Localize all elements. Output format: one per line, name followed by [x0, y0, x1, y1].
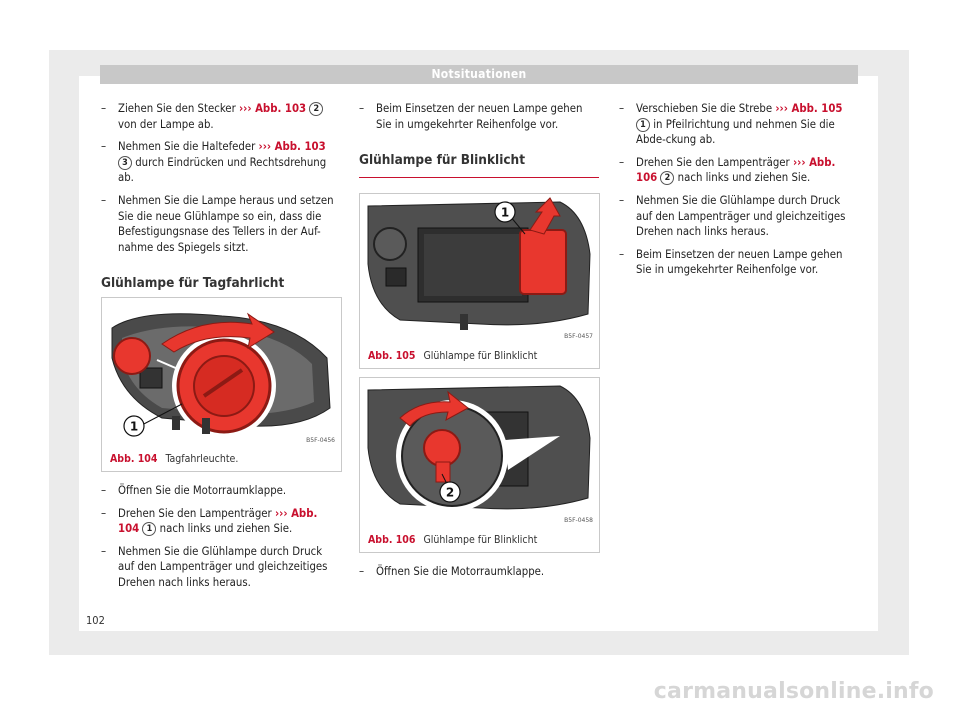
list-item: Nehmen Sie die Haltefeder ››› Abb. 103 3…: [101, 139, 341, 186]
figure-link[interactable]: ››› Abb. 104: [118, 506, 318, 536]
page-number: 102: [86, 614, 105, 627]
list-item: Drehen Sie den Lampenträger ››› Abb. 106…: [619, 155, 859, 186]
list-item: Öffnen Sie die Motorraumklappe.: [101, 483, 341, 499]
list-item: Verschieben Sie die Strebe ››› Abb. 105 …: [619, 101, 859, 148]
column-1: Ziehen Sie den Stecker ››› Abb. 103 2 vo…: [101, 101, 341, 301]
callout-number: 2: [309, 102, 324, 116]
column-3: Verschieben Sie die Strebe ››› Abb. 105 …: [619, 101, 859, 285]
figure-callout: 2: [446, 486, 454, 500]
figure-label: Abb. 105: [368, 350, 416, 362]
list-item: Drehen Sie den Lampenträger ››› Abb. 104…: [101, 506, 341, 537]
column-2: Beim Einsetzen der neuen Lampe gehen Sie…: [359, 101, 599, 178]
section-title: Glühlampe für Blinklicht: [359, 153, 599, 178]
list-item: Beim Einsetzen der neuen Lampe gehen Sie…: [359, 101, 599, 132]
watermark: carmanualsonline.info: [653, 679, 934, 704]
column-1-lower: Öffnen Sie die Motorraumklappe. Drehen S…: [101, 483, 341, 598]
figure-link[interactable]: ››› Abb. 103: [258, 140, 326, 154]
list-item: Ziehen Sie den Stecker ››› Abb. 103 2 vo…: [101, 101, 341, 132]
figure-callout: 1: [501, 206, 509, 220]
chapter-header: Notsituationen: [100, 65, 858, 84]
headlight-daytime-illustration: 1 B5F-0456: [102, 298, 341, 446]
list-item: Öffnen Sie die Motorraumklappe.: [359, 564, 599, 580]
headlight-indicator-bulb-illustration: 2 B5F-0458: [360, 378, 599, 526]
figure-code: B5F-0457: [564, 333, 593, 340]
list-item: Nehmen Sie die Glühlampe durch Druck auf…: [619, 193, 859, 240]
column-2-lower: Öffnen Sie die Motorraumklappe.: [359, 564, 599, 587]
figure-link[interactable]: ››› Abb. 103: [238, 102, 307, 115]
callout-number: 2: [660, 171, 675, 186]
callout-number: 1: [636, 117, 650, 132]
figure-label: Abb. 104: [110, 453, 158, 465]
list-item: Nehmen Sie die Lampe heraus und setzen S…: [101, 193, 341, 255]
figure-label: Abb. 106: [368, 534, 416, 546]
figure-link[interactable]: ››› Abb. 106: [636, 155, 836, 185]
headlight-indicator-illustration: 1 B5F-0457: [360, 194, 599, 342]
callout-number: 1: [142, 522, 157, 537]
figure-code: B5F-0458: [564, 517, 593, 524]
figure-code: B5F-0456: [306, 437, 335, 444]
list-item: Nehmen Sie die Glühlampe durch Druck auf…: [101, 544, 341, 591]
figure-link[interactable]: ››› Abb. 105: [775, 102, 843, 115]
list-item: Beim Einsetzen der neuen Lampe gehen Sie…: [619, 247, 859, 278]
callout-number: 3: [118, 155, 132, 170]
figure-callout: 1: [130, 420, 138, 434]
